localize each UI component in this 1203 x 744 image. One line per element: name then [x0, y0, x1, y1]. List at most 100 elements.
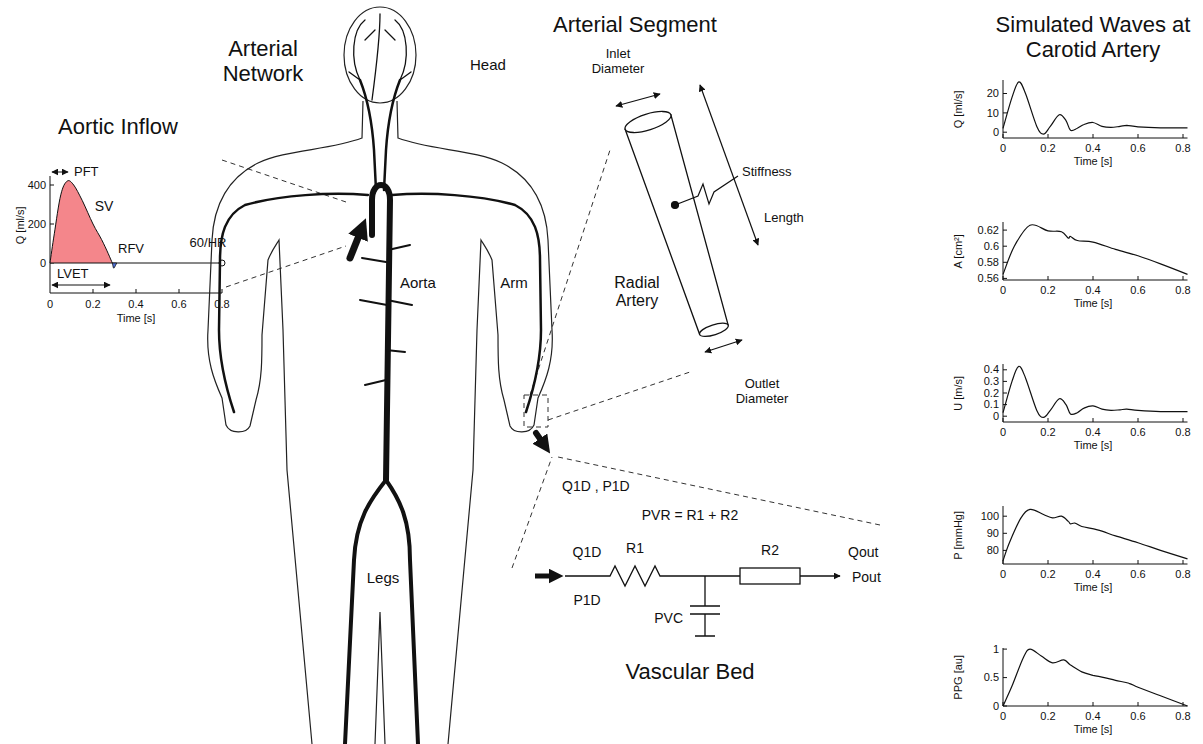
tick-label: 0.2: [1040, 710, 1055, 723]
tick-label: 0.56: [978, 272, 999, 285]
tick-label: 0.4: [1085, 284, 1100, 297]
tick-label: 0.3: [984, 375, 999, 388]
signal-label: Qout: [848, 544, 878, 560]
tick-label: 0: [47, 298, 53, 311]
tick-label: 0.4: [1085, 142, 1100, 155]
tick-marks: [1003, 94, 1183, 139]
tick-label: 90: [987, 527, 999, 540]
arteries: [219, 14, 545, 744]
plot-axes: [1003, 80, 1188, 138]
axis-title: Q [ml/s]: [14, 206, 27, 244]
parameter-label: RFV: [118, 242, 144, 257]
body-outline: [208, 7, 553, 744]
tick-marks: [1003, 649, 1183, 706]
tick-label: 0.2: [85, 298, 100, 311]
axis-title: Q [ml/s]: [952, 90, 965, 128]
panel-heading: Arterial Network: [198, 36, 328, 87]
tick-label: 0: [993, 126, 999, 139]
dimension-label: Length: [764, 211, 804, 226]
tick-label: 0.4: [1085, 568, 1100, 581]
tick-label: 0: [40, 257, 46, 270]
tick-label: 80: [987, 544, 999, 557]
tick-label: 0: [993, 410, 999, 423]
axis-title: Time [s]: [1074, 155, 1113, 168]
region-label: Head: [470, 56, 506, 73]
tick-label: 0: [993, 700, 999, 713]
vessel-name: Radial Artery: [597, 274, 677, 311]
axis-title: Time [s]: [1074, 723, 1113, 736]
axis-title: PPG [au]: [952, 655, 965, 700]
tick-label: 0.6: [1130, 710, 1145, 723]
tick-label: 0.58: [978, 256, 999, 269]
tick-label: 0.8: [1175, 284, 1190, 297]
parameter-label: SV: [95, 198, 114, 214]
tick-label: 0.2: [1040, 426, 1055, 439]
tick-label: 0: [1000, 284, 1006, 297]
axis-title: Time [s]: [1074, 581, 1113, 594]
tick-label: 0.4: [984, 363, 999, 376]
tick-label: 0.8: [1175, 568, 1190, 581]
equation-label: PVR = R1 + R2: [642, 507, 739, 523]
component-label: R2: [761, 542, 779, 558]
tick-label: 0.4: [1085, 426, 1100, 439]
parameter-label: PFT: [74, 165, 99, 180]
wave-curve: [1003, 82, 1188, 134]
plot-axes: [1003, 648, 1188, 706]
signal-label: Q1D: [573, 544, 602, 560]
tick-label: 0.6: [1130, 142, 1145, 155]
inflow-curve: [50, 181, 117, 269]
axis-title: Time [s]: [117, 312, 156, 325]
tick-label: 0.8: [214, 298, 229, 311]
tick-label: 0: [1000, 142, 1006, 155]
axis-title: P [mmHg]: [952, 511, 965, 560]
tick-marks: [1003, 516, 1183, 564]
tick-label: 0.8: [1175, 710, 1190, 723]
wave-curve: [1003, 225, 1188, 275]
tick-label: 0.6: [1130, 284, 1145, 297]
tick-label: 0: [1000, 426, 1006, 439]
tick-label: 200: [28, 218, 46, 231]
property-label: Stiffness: [742, 165, 792, 180]
component-label: R1: [626, 540, 644, 556]
wave-panels: [1003, 80, 1188, 706]
tick-label: 0.6: [1130, 426, 1145, 439]
windkessel-circuit: [535, 566, 840, 636]
tick-marks: [1003, 230, 1183, 280]
segment-dimensions: [616, 85, 758, 352]
tick-label: 0.8: [1175, 426, 1190, 439]
tick-label: 0.2: [1040, 284, 1055, 297]
tick-label: 0.4: [1085, 710, 1100, 723]
dimension-label: Inlet Diameter: [583, 47, 653, 77]
wave-curve: [1003, 366, 1188, 417]
plot-axes: [1003, 506, 1188, 564]
panel-heading: Simulated Waves at Carotid Artery: [963, 12, 1203, 63]
component-label: PVC: [654, 610, 683, 626]
region-label: Legs: [367, 569, 400, 586]
tick-label: 100: [981, 510, 999, 523]
wave-curve: [1003, 509, 1188, 560]
tick-label: 0: [1000, 568, 1006, 581]
axis-title: Time [s]: [1074, 439, 1113, 452]
ejection-area: [50, 181, 112, 263]
signal-label: Q1D , P1D: [562, 478, 630, 494]
tick-label: 10: [987, 107, 999, 120]
inflow-axes: [50, 172, 225, 293]
tick-marks: [1003, 370, 1183, 422]
tick-label: 400: [28, 179, 46, 192]
signal-label: P1D: [573, 592, 600, 608]
dimension-label: Outlet Diameter: [722, 377, 802, 407]
plot-axes: [1003, 222, 1188, 280]
tick-label: 0.62: [978, 224, 999, 237]
panel-heading: Vascular Bed: [625, 659, 754, 684]
parameter-label: LVET: [57, 267, 89, 282]
axis-title: A [cm²]: [952, 234, 965, 268]
signal-label: Pout: [852, 569, 881, 585]
tick-label: 1: [993, 643, 999, 656]
region-label: Aorta: [400, 274, 436, 291]
tick-label: 20: [987, 87, 999, 100]
tick-label: 0.8: [1175, 142, 1190, 155]
tick-label: 0: [1000, 710, 1006, 723]
